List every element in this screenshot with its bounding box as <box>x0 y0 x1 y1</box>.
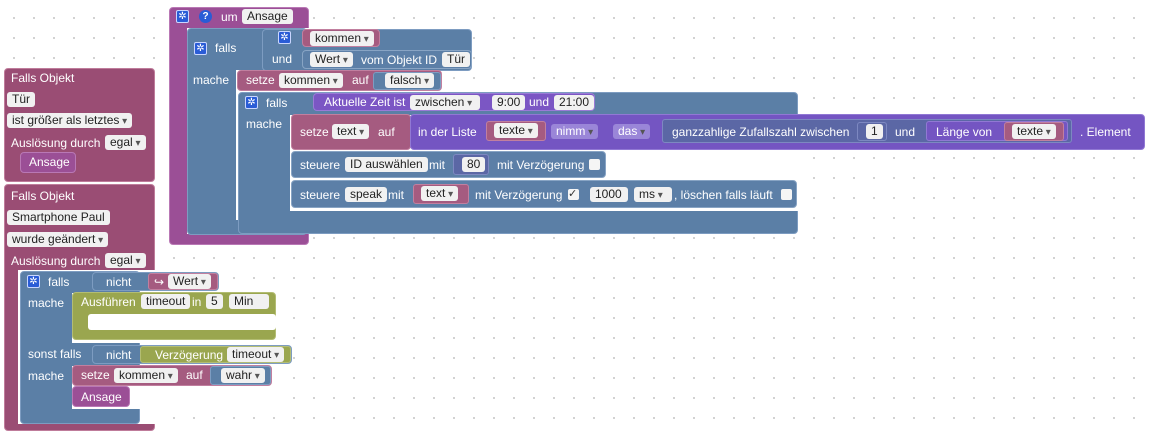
not-label: nicht <box>106 275 132 289</box>
gear-icon[interactable]: ✲ <box>194 42 207 55</box>
mit-verzoegerung-label: mit Verzögerung <box>497 158 585 172</box>
delay-checkbox-checked[interactable] <box>568 187 579 200</box>
trigger-by-dropdown[interactable]: egal <box>105 135 146 150</box>
if-falls-label-2: falls <box>48 275 70 289</box>
set-variable-dropdown-2[interactable]: kommen <box>114 368 178 383</box>
gear-icon[interactable]: ✲ <box>176 10 189 23</box>
if-mache-label: mache <box>193 73 230 87</box>
clear-if-running-checkbox[interactable] <box>781 189 792 200</box>
list-mode-dropdown[interactable]: nimm <box>551 124 599 139</box>
trigger-by-dropdown-2[interactable]: egal <box>105 253 146 268</box>
function-header-label: um <box>221 10 238 24</box>
setze-text-label: setze <box>300 125 329 139</box>
control-id-block[interactable] <box>291 151 606 178</box>
time-to-field[interactable]: 21:00 <box>554 95 595 110</box>
time-from-field[interactable]: 9:00 <box>492 95 526 110</box>
ausfuehren-label: Ausführen <box>81 295 136 309</box>
steuere-speak-label: steuere <box>300 188 341 202</box>
trigger-condition-dropdown[interactable]: ist größer als letztes <box>7 113 133 128</box>
gear-icon[interactable]: ✲ <box>27 275 40 288</box>
in-label: in <box>192 295 202 309</box>
call-ansage-block-2[interactable] <box>72 386 130 407</box>
help-icon[interactable]: ? <box>199 10 212 23</box>
setze-label: setze <box>246 73 275 87</box>
set-text-dropdown[interactable]: text <box>332 124 370 139</box>
control-id-field[interactable]: ID auswählen <box>345 157 428 172</box>
mit-label: mit <box>429 158 445 172</box>
gear-icon[interactable]: ✲ <box>278 31 291 44</box>
wert-dropdown[interactable]: Wert <box>310 52 353 67</box>
trigger-object-field[interactable]: Tür <box>7 92 35 107</box>
not-label-2: nicht <box>106 348 132 362</box>
object-id-field[interactable]: Tür <box>442 52 470 67</box>
trigger-condition-dropdown-2[interactable]: wurde geändert <box>7 232 109 247</box>
laenge-von-label: Länge von <box>936 125 993 139</box>
random-und-label: und <box>895 125 916 139</box>
random-int-label: ganzzahlige Zufallszahl zwischen <box>672 125 850 139</box>
clear-if-running-label: , löschen falls läuft <box>674 188 773 202</box>
if-falls-label: falls <box>215 41 237 55</box>
trigger-title-2: Falls Objekt <box>11 189 75 203</box>
timeout-value-field[interactable]: 5 <box>206 294 223 309</box>
set-variable-dropdown[interactable]: kommen <box>279 73 343 88</box>
time-compare-dropdown[interactable]: zwischen <box>410 95 480 110</box>
boolean-true-dropdown[interactable]: wahr <box>221 368 265 383</box>
trigger-ausloesung-label: Auslösung durch <box>11 136 101 150</box>
else-if-label: sonst falls <box>28 347 82 361</box>
trigger-object-field-2[interactable]: Smartphone Paul <box>7 210 110 225</box>
trigger-ausloesung-label-2: Auslösung durch <box>11 254 101 268</box>
mit-speak-label: mit <box>388 188 404 202</box>
list-variable-dropdown[interactable]: texte <box>494 123 538 138</box>
in-der-liste-label: in der Liste <box>418 125 477 139</box>
timeout-body-gap <box>88 314 276 330</box>
return-arrow-icon: ↪ <box>154 275 165 289</box>
length-variable-dropdown[interactable]: texte <box>1012 124 1056 139</box>
verzoegerung-label: Verzögerung <box>155 348 224 362</box>
delay-value-field[interactable]: 1000 <box>590 187 628 202</box>
else-mache-label: mache <box>28 369 65 383</box>
steuere-label: steuere <box>300 158 341 172</box>
boolean-false-dropdown[interactable]: falsch <box>385 73 435 88</box>
speak-variable-dropdown[interactable]: text <box>421 186 459 201</box>
call-ansage-label-2: Ansage <box>81 390 122 404</box>
random-from-field[interactable]: 1 <box>866 124 883 139</box>
auf-label: auf <box>352 73 369 87</box>
control-speak-field[interactable]: speak <box>345 187 388 202</box>
inner-mache-label: mache <box>246 117 283 131</box>
trigger-title: Falls Objekt <box>11 71 75 85</box>
auf-text-label: auf <box>378 125 395 139</box>
control-value-field[interactable]: 80 <box>462 157 486 172</box>
call-ansage-label: Ansage <box>29 155 70 169</box>
time-und-label: und <box>529 95 550 109</box>
mit-verzoegerung-2-label: mit Verzögerung <box>475 188 563 202</box>
element-label: . Element <box>1080 125 1131 139</box>
setze-label-2: setze <box>81 368 110 382</box>
function-name-field[interactable]: Ansage <box>242 9 293 24</box>
aktuelle-zeit-label: Aktuelle Zeit ist <box>324 95 406 109</box>
timeout-running-dropdown[interactable]: timeout <box>227 347 285 362</box>
inner-falls-label: falls <box>266 96 288 110</box>
call-ansage-block-1[interactable] <box>20 152 76 173</box>
timeout-unit-field[interactable]: Min <box>229 294 269 309</box>
timeout-name-field[interactable]: timeout <box>141 294 191 309</box>
list-where-dropdown[interactable]: das <box>613 124 651 139</box>
and-label: und <box>272 52 293 66</box>
delay-unit-dropdown[interactable]: ms <box>634 187 672 202</box>
vom-objekt-id-label: vom Objekt ID <box>361 53 438 67</box>
if-mache-label-2: mache <box>28 296 65 310</box>
auf-label-2: auf <box>186 368 203 382</box>
variable-kommen-dropdown[interactable]: kommen <box>310 31 374 46</box>
delay-checkbox[interactable] <box>589 159 600 170</box>
gear-icon[interactable]: ✲ <box>245 96 258 109</box>
value-dropdown[interactable]: Wert <box>168 274 211 289</box>
